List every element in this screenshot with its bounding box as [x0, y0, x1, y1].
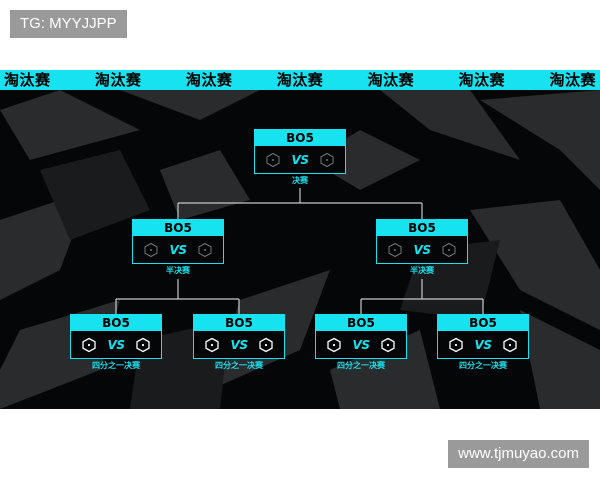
stage-label-quarter: 四分之一决赛 [459, 361, 507, 370]
hexagon-team-icon [205, 337, 219, 352]
ticker-label: 淘汰赛 [4, 71, 51, 89]
hexagon-team-icon [327, 337, 341, 352]
watermark-bottom: www.tjmuyao.com [448, 440, 589, 468]
match-format: BO5 [194, 315, 284, 331]
stage-label-quarter: 四分之一决赛 [92, 361, 140, 370]
match-quarter-4: BO5 VS [437, 314, 529, 359]
hexagon-team-icon [388, 242, 402, 257]
hexagon-team-icon [136, 337, 150, 352]
match-semi-1: BO5 VS [132, 219, 224, 264]
hexagon-team-icon [381, 337, 395, 352]
stage-label-quarter: 四分之一决赛 [215, 361, 263, 370]
bracket-connectors [115, 188, 484, 314]
ticker-label: 淘汰赛 [549, 71, 596, 89]
ticker-label: 淘汰赛 [367, 71, 415, 89]
watermark-top: TG: MYYJJPP [10, 10, 127, 38]
hexagon-team-icon [449, 337, 463, 352]
match-format: BO5 [71, 315, 161, 331]
stage-label-quarter: 四分之一决赛 [337, 361, 385, 370]
match-quarter-2: BO5 VS [193, 314, 285, 359]
match-semi-2: BO5 VS [376, 219, 468, 264]
match-format: BO5 [438, 315, 528, 331]
match-final: BO5 VS [254, 129, 346, 174]
stage-label-final: 决赛 [292, 176, 308, 185]
knockout-ticker: 淘汰赛 淘汰赛 淘汰赛 淘汰赛 淘汰赛 淘汰赛 淘汰赛 [0, 70, 600, 90]
ticker-label: 淘汰赛 [185, 71, 233, 89]
match-format: BO5 [255, 130, 345, 146]
ticker-label: 淘汰赛 [458, 71, 506, 89]
match-format: BO5 [316, 315, 406, 331]
stage-label-semi: 半决赛 [166, 266, 190, 275]
match-quarter-1: BO5 VS [70, 314, 162, 359]
match-format: BO5 [377, 220, 467, 236]
vs-label: VS [107, 337, 125, 352]
match-quarter-3: BO5 VS [315, 314, 407, 359]
match-format: BO5 [133, 220, 223, 236]
hexagon-team-icon [198, 242, 212, 257]
ticker-label: 淘汰赛 [276, 71, 324, 89]
hexagon-team-icon [320, 152, 334, 167]
hexagon-team-icon [144, 242, 158, 257]
vs-label: VS [230, 337, 248, 352]
vs-label: VS [352, 337, 370, 352]
vs-label: VS [413, 242, 431, 257]
ticker-label: 淘汰赛 [94, 71, 142, 89]
hexagon-team-icon [442, 242, 456, 257]
hexagon-team-icon [82, 337, 96, 352]
hexagon-team-icon [503, 337, 517, 352]
stage-label-semi: 半决赛 [410, 266, 434, 275]
hexagon-team-icon [259, 337, 273, 352]
knockout-bracket-banner: 淘汰赛 淘汰赛 淘汰赛 淘汰赛 淘汰赛 淘汰赛 淘汰赛 BO5 VS 决赛 BO… [0, 70, 600, 409]
vs-label: VS [169, 242, 187, 257]
vs-label: VS [474, 337, 492, 352]
vs-label: VS [291, 152, 309, 167]
hexagon-team-icon [266, 152, 280, 167]
